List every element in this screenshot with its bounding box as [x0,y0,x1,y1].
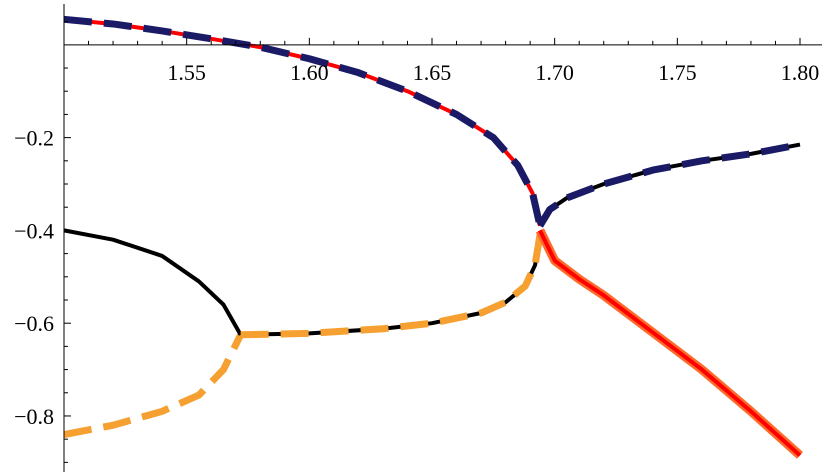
x-tick-label: 1.65 [413,60,452,85]
series-curve-8 [63,15,544,227]
x-ticks: 1.55 1.60 1.65 1.70 1.75 1.80 [88,37,820,85]
series-curve-1 [63,228,243,336]
x-tick-label: 1.60 [290,60,329,85]
series-curve-7 [538,229,802,457]
series-curve-9 [536,141,801,228]
y-tick-label: −0.6 [14,311,54,336]
y-tick-label: −0.2 [14,126,54,151]
y-ticks: −0.2 −0.4 −0.6 −0.8 [14,21,71,463]
y-tick-label: −0.4 [14,218,54,243]
series-curve-4 [538,142,801,227]
series-curve-3 [240,234,544,339]
series-curve-0 [63,333,244,438]
x-tick-label: 1.80 [781,60,820,85]
series-curve-2 [240,234,542,337]
x-tick-label: 1.55 [167,60,206,85]
x-tick-label: 1.70 [535,60,574,85]
y-tick-label: −0.8 [14,404,54,429]
curves-layer [63,15,804,459]
x-tick-label: 1.75 [658,60,697,85]
